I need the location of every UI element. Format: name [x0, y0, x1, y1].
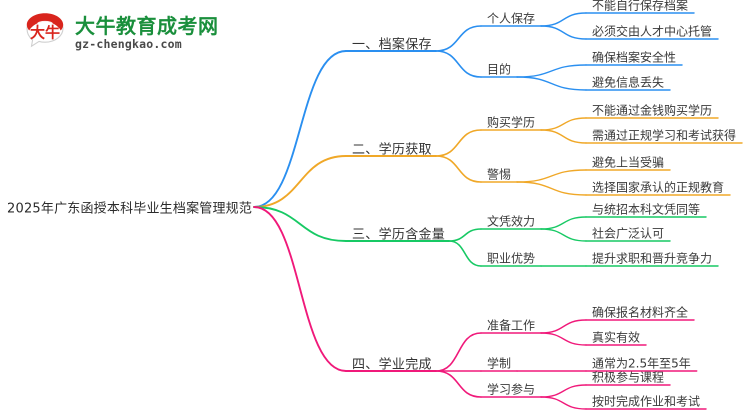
subbranch-node-3-1[interactable]: 文凭效力	[487, 214, 536, 229]
subbranch-node-4-3[interactable]: 学习参与	[487, 382, 536, 397]
leaf-node-4-2-1[interactable]: 通常为2.5年至5年	[592, 356, 691, 371]
subbranch-node-1-1[interactable]: 个人保存	[487, 11, 536, 26]
svg-text:大牛: 大牛	[30, 24, 60, 42]
leaf-node-2-2-2[interactable]: 选择国家承认的正规教育	[592, 180, 725, 195]
leaf-node-4-1-2[interactable]: 真实有效	[592, 330, 641, 345]
branch-node-2[interactable]: 二、学历获取	[352, 142, 432, 158]
leaf-node-1-2-1[interactable]: 确保档案安全性	[592, 50, 677, 65]
subbranch-node-2-1[interactable]: 购买学历	[487, 115, 536, 130]
branch-node-4[interactable]: 四、学业完成	[352, 357, 432, 373]
subbranch-node-4-1[interactable]: 准备工作	[487, 318, 536, 333]
leaf-node-3-2-1[interactable]: 提升求职和晋升竞争力	[592, 251, 713, 266]
logo-subtitle: gz-chengkao.com	[75, 36, 182, 51]
leaf-node-3-1-1[interactable]: 与统招本科文凭同等	[592, 202, 701, 217]
subbranch-node-2-2[interactable]: 警惕	[487, 167, 512, 182]
leaf-node-1-2-2[interactable]: 避免信息丢失	[592, 75, 665, 90]
leaf-node-4-3-2[interactable]: 按时完成作业和考试	[592, 394, 701, 409]
subbranch-node-4-2[interactable]: 学制	[487, 356, 512, 371]
site-logo[interactable]: 大牛 大牛教育成考网 gz-chengkao.com	[22, 10, 219, 56]
subbranch-node-1-2[interactable]: 目的	[487, 62, 512, 77]
subbranch-node-3-2[interactable]: 职业优势	[487, 251, 536, 266]
logo-title: 大牛教育成考网	[75, 13, 219, 38]
daniu-speech-bubble-logo-icon: 大牛	[22, 10, 68, 56]
leaf-node-2-1-1[interactable]: 不能通过金钱购买学历	[592, 103, 713, 118]
leaf-node-2-2-1[interactable]: 避免上当受骗	[592, 155, 665, 170]
leaf-node-4-3-1[interactable]: 积极参与课程	[592, 370, 665, 385]
leaf-node-2-1-2[interactable]: 需通过正规学习和考试获得	[592, 128, 737, 143]
leaf-node-1-1-1[interactable]: 不能自行保存档案	[592, 0, 689, 13]
leaf-node-3-1-2[interactable]: 社会广泛认可	[592, 226, 665, 241]
leaf-node-1-1-2[interactable]: 必须交由人才中心托管	[592, 24, 713, 39]
root-node[interactable]: 2025年广东函授本科毕业生档案管理规范	[7, 201, 253, 217]
branch-node-1[interactable]: 一、档案保存	[352, 37, 432, 53]
branch-node-3[interactable]: 三、学历含金量	[352, 227, 446, 243]
leaf-node-4-1-1[interactable]: 确保报名材料齐全	[592, 305, 689, 320]
